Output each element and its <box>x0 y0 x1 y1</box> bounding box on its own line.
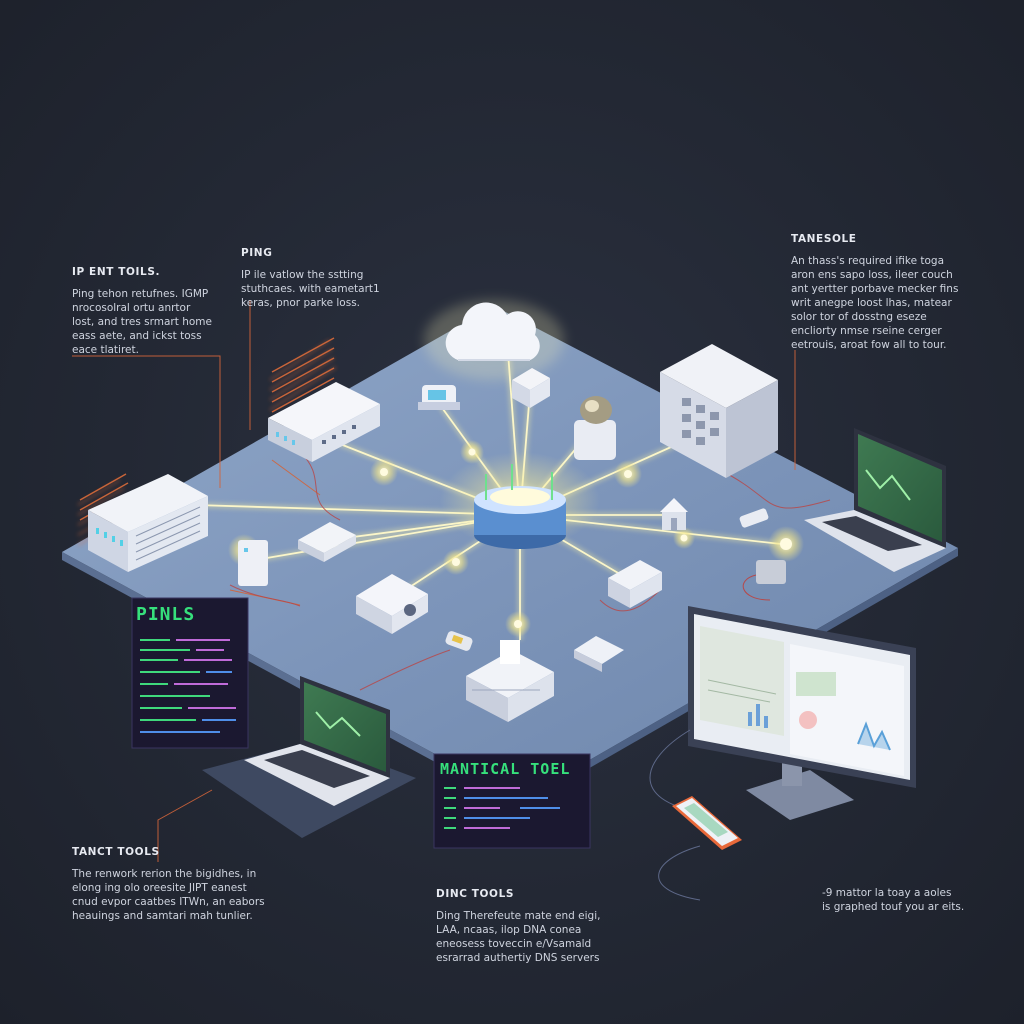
note-line: LAA, ncaas, ilop DNA conea <box>436 924 582 936</box>
cloud-icon <box>424 300 564 380</box>
note-line: eneosess toveccin e/Vsamald <box>436 938 592 950</box>
note-title: PING <box>241 247 273 259</box>
monitor-icon <box>649 606 916 820</box>
note-ip-tools: IP ENT TOILS. Ping tehon retufnes. IGMP … <box>72 266 212 357</box>
printer-icon <box>466 640 554 722</box>
note-line: -9 mattor la toay a aoles <box>822 887 952 899</box>
smart-speaker-icon <box>512 368 550 408</box>
note-line: IP ile vatlow the sstting <box>241 269 364 281</box>
terminal-pinls-title: PINLS <box>136 604 196 625</box>
note-line: Ding Therefeute mate end eigi, <box>436 910 601 922</box>
note-line: Ping tehon retufnes. IGMP <box>72 288 209 300</box>
note-line: The renwork rerion the bigidhes, in <box>72 868 257 880</box>
terminal-pinls <box>131 597 249 749</box>
house-icon <box>660 498 688 530</box>
note-line: heauings and samtari mah tunlier. <box>72 910 253 922</box>
note-tanesole: TANESOLE An thass's required ifike toga … <box>791 233 958 352</box>
note-title: TANCT TOOLS <box>72 846 160 858</box>
projector-icon <box>356 574 428 634</box>
note-line: eetrouis, aroat fow all to tour. <box>791 339 947 351</box>
note-line: keras, pnor parke loss. <box>241 297 361 309</box>
note-title: TANESOLE <box>791 233 857 245</box>
nas-icon <box>238 540 268 586</box>
note-line: stuthcaes. with eametart1 <box>241 283 380 295</box>
note-ping: PING IP ile vatlow the sstting stuthcaes… <box>241 247 380 310</box>
note-line: eass aete, and ickst toss <box>72 330 202 342</box>
note-line: encliorty nmse rseine cerger <box>791 325 942 337</box>
note-line: is graphed touf you ar eits. <box>822 901 965 913</box>
note-line: lost, and tres srmart home <box>72 316 212 328</box>
note-line: solor tor of dosstng eseze <box>791 311 927 323</box>
note-line: An thass's required ifike toga <box>791 255 945 267</box>
orange-accent-glow <box>77 337 337 546</box>
speaker-icon <box>574 396 616 460</box>
access-point-icon <box>574 636 624 672</box>
note-line: ant yertter porbave mecker fins <box>791 283 959 295</box>
note-line: aron ens sapo loss, ileer couch <box>791 269 953 281</box>
router-hub-icon <box>440 452 600 549</box>
note-title: DINC TOOLS <box>436 888 515 900</box>
note-tanct-tools: TANCT TOOLS The renwork rerion the bigid… <box>72 846 265 923</box>
callout-lines <box>72 300 796 862</box>
note-graphed: -9 mattor la toay a aoles is graphed tou… <box>822 886 964 914</box>
note-line: eace tlatiret. <box>72 344 139 356</box>
router-icon <box>268 382 380 462</box>
note-line: cnud evpor caatbes ITWn, an eabors <box>72 896 265 908</box>
server-cabinet-icon <box>660 344 778 478</box>
sensor-icon <box>445 631 473 651</box>
phone-icon <box>658 796 742 901</box>
server-icon <box>88 474 208 572</box>
camera-icon <box>418 385 460 410</box>
usb-dongle-icon <box>739 508 769 528</box>
terminal-mantical <box>433 753 591 849</box>
note-line: elong ing olo oreesite JIPT eanest <box>72 882 247 894</box>
laptop-icon-right <box>804 428 946 572</box>
note-title: IP ENT TOILS. <box>72 266 161 278</box>
note-line: nrocosolral ortu anrtor <box>72 302 191 314</box>
gateway-icon <box>608 560 662 608</box>
note-line: esrarrad authertiy DNS servers <box>436 952 600 964</box>
modem-icon <box>298 522 356 562</box>
note-line: writ anegpe loost lhas, matear <box>791 297 952 309</box>
note-dinc-tools: DINC TOOLS Ding Therefeute mate end eigi… <box>436 888 600 965</box>
laptop-icon-left <box>202 676 416 838</box>
plug-icon <box>742 560 786 601</box>
terminal-mantical-title: MANTICAL TOEL <box>440 760 571 778</box>
